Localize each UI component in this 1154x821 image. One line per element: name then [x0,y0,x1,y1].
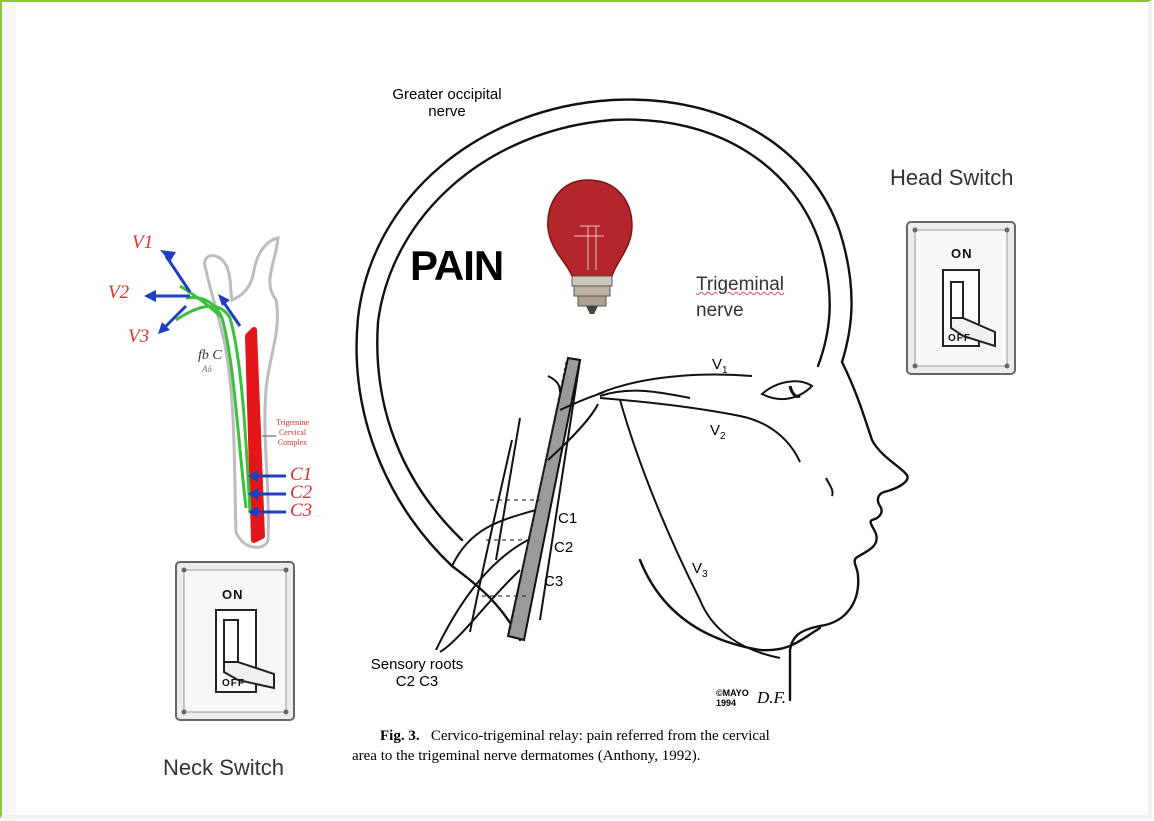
inset-v2-label: V2 [108,282,129,304]
c2-label: C2 [554,539,573,556]
pain-label: PAIN [410,242,503,290]
mayo-copyright: ©MAYO 1994 [716,688,749,708]
c3-label: C3 [544,573,563,590]
head-switch-on-label: ON [951,246,973,261]
inset-fiber-sub: Aδ [202,364,212,374]
inset-complex-label: Trigemine Cervical Complex [276,418,309,448]
v2-label: V2 [710,422,726,442]
inset-v3-label: V3 [128,326,149,348]
mayo-line1: ©MAYO [716,688,749,698]
cervical-spine [436,358,604,652]
eye-icon [762,381,833,496]
greater-occipital-line1: Greater occipital [372,86,522,103]
v3-sub: 3 [702,569,708,580]
greater-occipital-line2: nerve [372,103,522,120]
caption-lead: Fig. 3. [380,728,420,744]
trigeminal-line2: nerve [696,298,784,324]
figure-caption: Fig. 3. Cervico-trigeminal relay: pain r… [352,726,770,766]
v3-letter: V [692,560,702,577]
neck-switch [176,562,294,720]
trigeminal-nerve-label: Trigeminal nerve [696,272,784,324]
lightbulb-icon [548,180,632,314]
v1-label: V1 [712,356,728,376]
head-switch [907,222,1015,374]
complex-line2: Cervical [276,428,309,438]
neck-switch-on-label: ON [222,587,244,602]
caption-text-line1: Cervico-trigeminal relay: pain referred … [431,728,770,744]
v3-label: V3 [692,560,708,580]
trigeminal-branches [598,375,800,658]
neck-switch-label: Neck Switch [163,755,284,781]
inset-v1-label: V1 [132,232,153,254]
greater-occipital-label: Greater occipital nerve [372,86,522,120]
sensory-roots-line2: C2 C3 [352,673,482,690]
trigeminal-line1: Trigeminal [696,272,784,298]
caption-text-line2: area to the trigeminal nerve dermatomes … [352,746,770,766]
v1-sub: 1 [722,365,728,376]
nerve-inset [144,238,286,547]
caption-line1: Fig. 3. Cervico-trigeminal relay: pain r… [352,726,770,746]
complex-line1: Trigemine [276,418,309,428]
initials-signature: D.F. [757,688,786,708]
head-switch-off-label: OFF [948,333,971,344]
head-switch-label: Head Switch [890,165,1014,191]
neck-switch-off-label: OFF [222,678,245,689]
v2-sub: 2 [720,431,726,442]
sensory-roots-label: Sensory roots C2 C3 [352,656,482,690]
v2-letter: V [710,422,720,439]
v1-letter: V [712,356,722,373]
inset-c3-label: C3 [290,500,312,522]
inset-fiber-label: fb C [198,348,222,364]
complex-line3: Complex [276,438,309,448]
head-outline [357,100,908,700]
c1-label: C1 [558,510,577,527]
mayo-line2: 1994 [716,698,749,708]
sensory-roots-line1: Sensory roots [352,656,482,673]
